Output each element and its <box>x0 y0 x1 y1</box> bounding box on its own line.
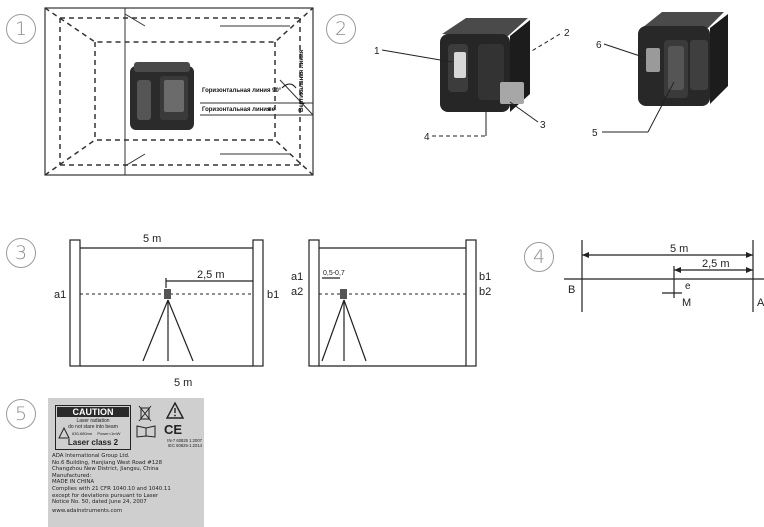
fig1-h-line-ne-label: Горизонтальная линия <box>202 107 271 113</box>
right-wall-a <box>308 239 320 367</box>
callout-1: 1 <box>374 46 380 57</box>
compliance-line-2: except for deviations pursuant to Laser <box>52 492 159 499</box>
caution-line-1: Laser radiation <box>76 418 110 424</box>
weee-bin-icon <box>138 404 152 422</box>
fig3-left-a1: a1 <box>54 289 66 301</box>
fig3-right-b2: b2 <box>479 286 491 298</box>
top-view-diagram: 5 m 2,5 m B A e M <box>564 240 764 312</box>
fig3-left-b1: b1 <box>267 289 279 301</box>
room-diagram: Горизонтальная линия 90° Горизонтальная … <box>44 7 314 176</box>
room-outline <box>44 7 314 176</box>
fig3-right-b1: b1 <box>479 271 491 283</box>
fig4-distance: 5 m <box>670 243 688 255</box>
callout-lines <box>381 33 675 137</box>
horizontal-laser-lines <box>44 7 314 176</box>
fig4-deviation-e: e <box>685 281 691 292</box>
spec-power: Power<1mW <box>97 431 121 436</box>
laser-class: Laser class 2 <box>67 438 119 447</box>
fig3-half-distance: 2,5 m <box>197 269 225 281</box>
step-number-5: 5 <box>6 399 36 429</box>
standard-1: IN-7 60825 1:2007 <box>167 438 202 443</box>
callout-2: 2 <box>564 28 570 39</box>
manufactured-label: Manufactured: <box>52 472 92 479</box>
fig4-half-distance: 2,5 m <box>702 258 730 270</box>
tripod-right <box>321 289 367 362</box>
product-label: CAUTION Laser radiation do not stare int… <box>48 398 204 527</box>
rotation-90-icon <box>281 83 297 89</box>
laser-level-front-view <box>440 18 530 112</box>
caution-title: CAUTION <box>57 407 129 417</box>
right-wall-b <box>465 239 477 367</box>
warning-triangle-icon <box>165 401 185 420</box>
caution-box: CAUTION Laser radiation do not stare int… <box>55 405 131 450</box>
compliance-line-3: Notice No. 50, dated June 24, 2007 <box>52 499 147 506</box>
fig1-ne-suffix: пе <box>268 107 276 113</box>
address-line-1: No.6 Building, Hanjiang West Road #128 <box>52 459 163 466</box>
made-in-label: MADE IN CHINA <box>52 479 95 486</box>
manual-book-icon <box>136 424 156 438</box>
caution-line-2: do not stare into beam <box>68 424 118 430</box>
step-number-3: 3 <box>6 238 36 268</box>
spec-wavelength: 630-680nm <box>72 431 93 436</box>
laser-level-small <box>130 62 194 130</box>
step-number-2: 2 <box>326 14 356 44</box>
laser-level-side-view <box>638 12 728 106</box>
fig4-point-a: A <box>757 297 764 309</box>
left-wall-a <box>69 239 81 367</box>
fig3-bottom-distance: 5 m <box>174 377 192 388</box>
laser-level-views: 1 2 3 4 5 6 <box>374 12 728 143</box>
laser-warning-icon <box>58 426 70 439</box>
two-wall-test-diagram: 5 m 2,5 m 5 m a1 b1 a1 a2 b1 b2 0,5-0,7 <box>54 233 491 388</box>
tripod-left <box>142 289 194 362</box>
fig3-right-a2: a2 <box>291 286 303 298</box>
fig3-offset: 0,5-0,7 <box>323 270 345 277</box>
callout-4: 4 <box>424 132 430 143</box>
website: www.adainstruments.com <box>52 507 123 514</box>
address-line-2: Changzhou New District, Jiangsu, China <box>52 466 159 473</box>
compliance-line-1: Complies with 21 CFR 1040.10 and 1040.11 <box>52 485 171 492</box>
step-number-1: 1 <box>6 14 36 44</box>
step-number-4: 4 <box>524 242 554 272</box>
fig4-point-m: M <box>682 297 691 309</box>
callout-5: 5 <box>592 128 598 139</box>
fig4-point-b: B <box>568 284 575 296</box>
callout-6: 6 <box>596 40 602 51</box>
left-wall-b <box>252 239 264 367</box>
fig1-h-line-90-label: Горизонтальная линия 90° <box>202 88 282 94</box>
callout-3: 3 <box>540 120 546 131</box>
fig3-distance: 5 m <box>143 233 161 245</box>
company-name: ADA International Group Ltd. <box>52 453 130 459</box>
standard-2: IEC 60825-1:2014 <box>168 443 202 448</box>
fig3-right-a1: a1 <box>291 271 303 283</box>
ce-mark-icon: CE <box>164 422 183 437</box>
fig1-v-line-label: Вертикальная линия <box>299 49 305 112</box>
